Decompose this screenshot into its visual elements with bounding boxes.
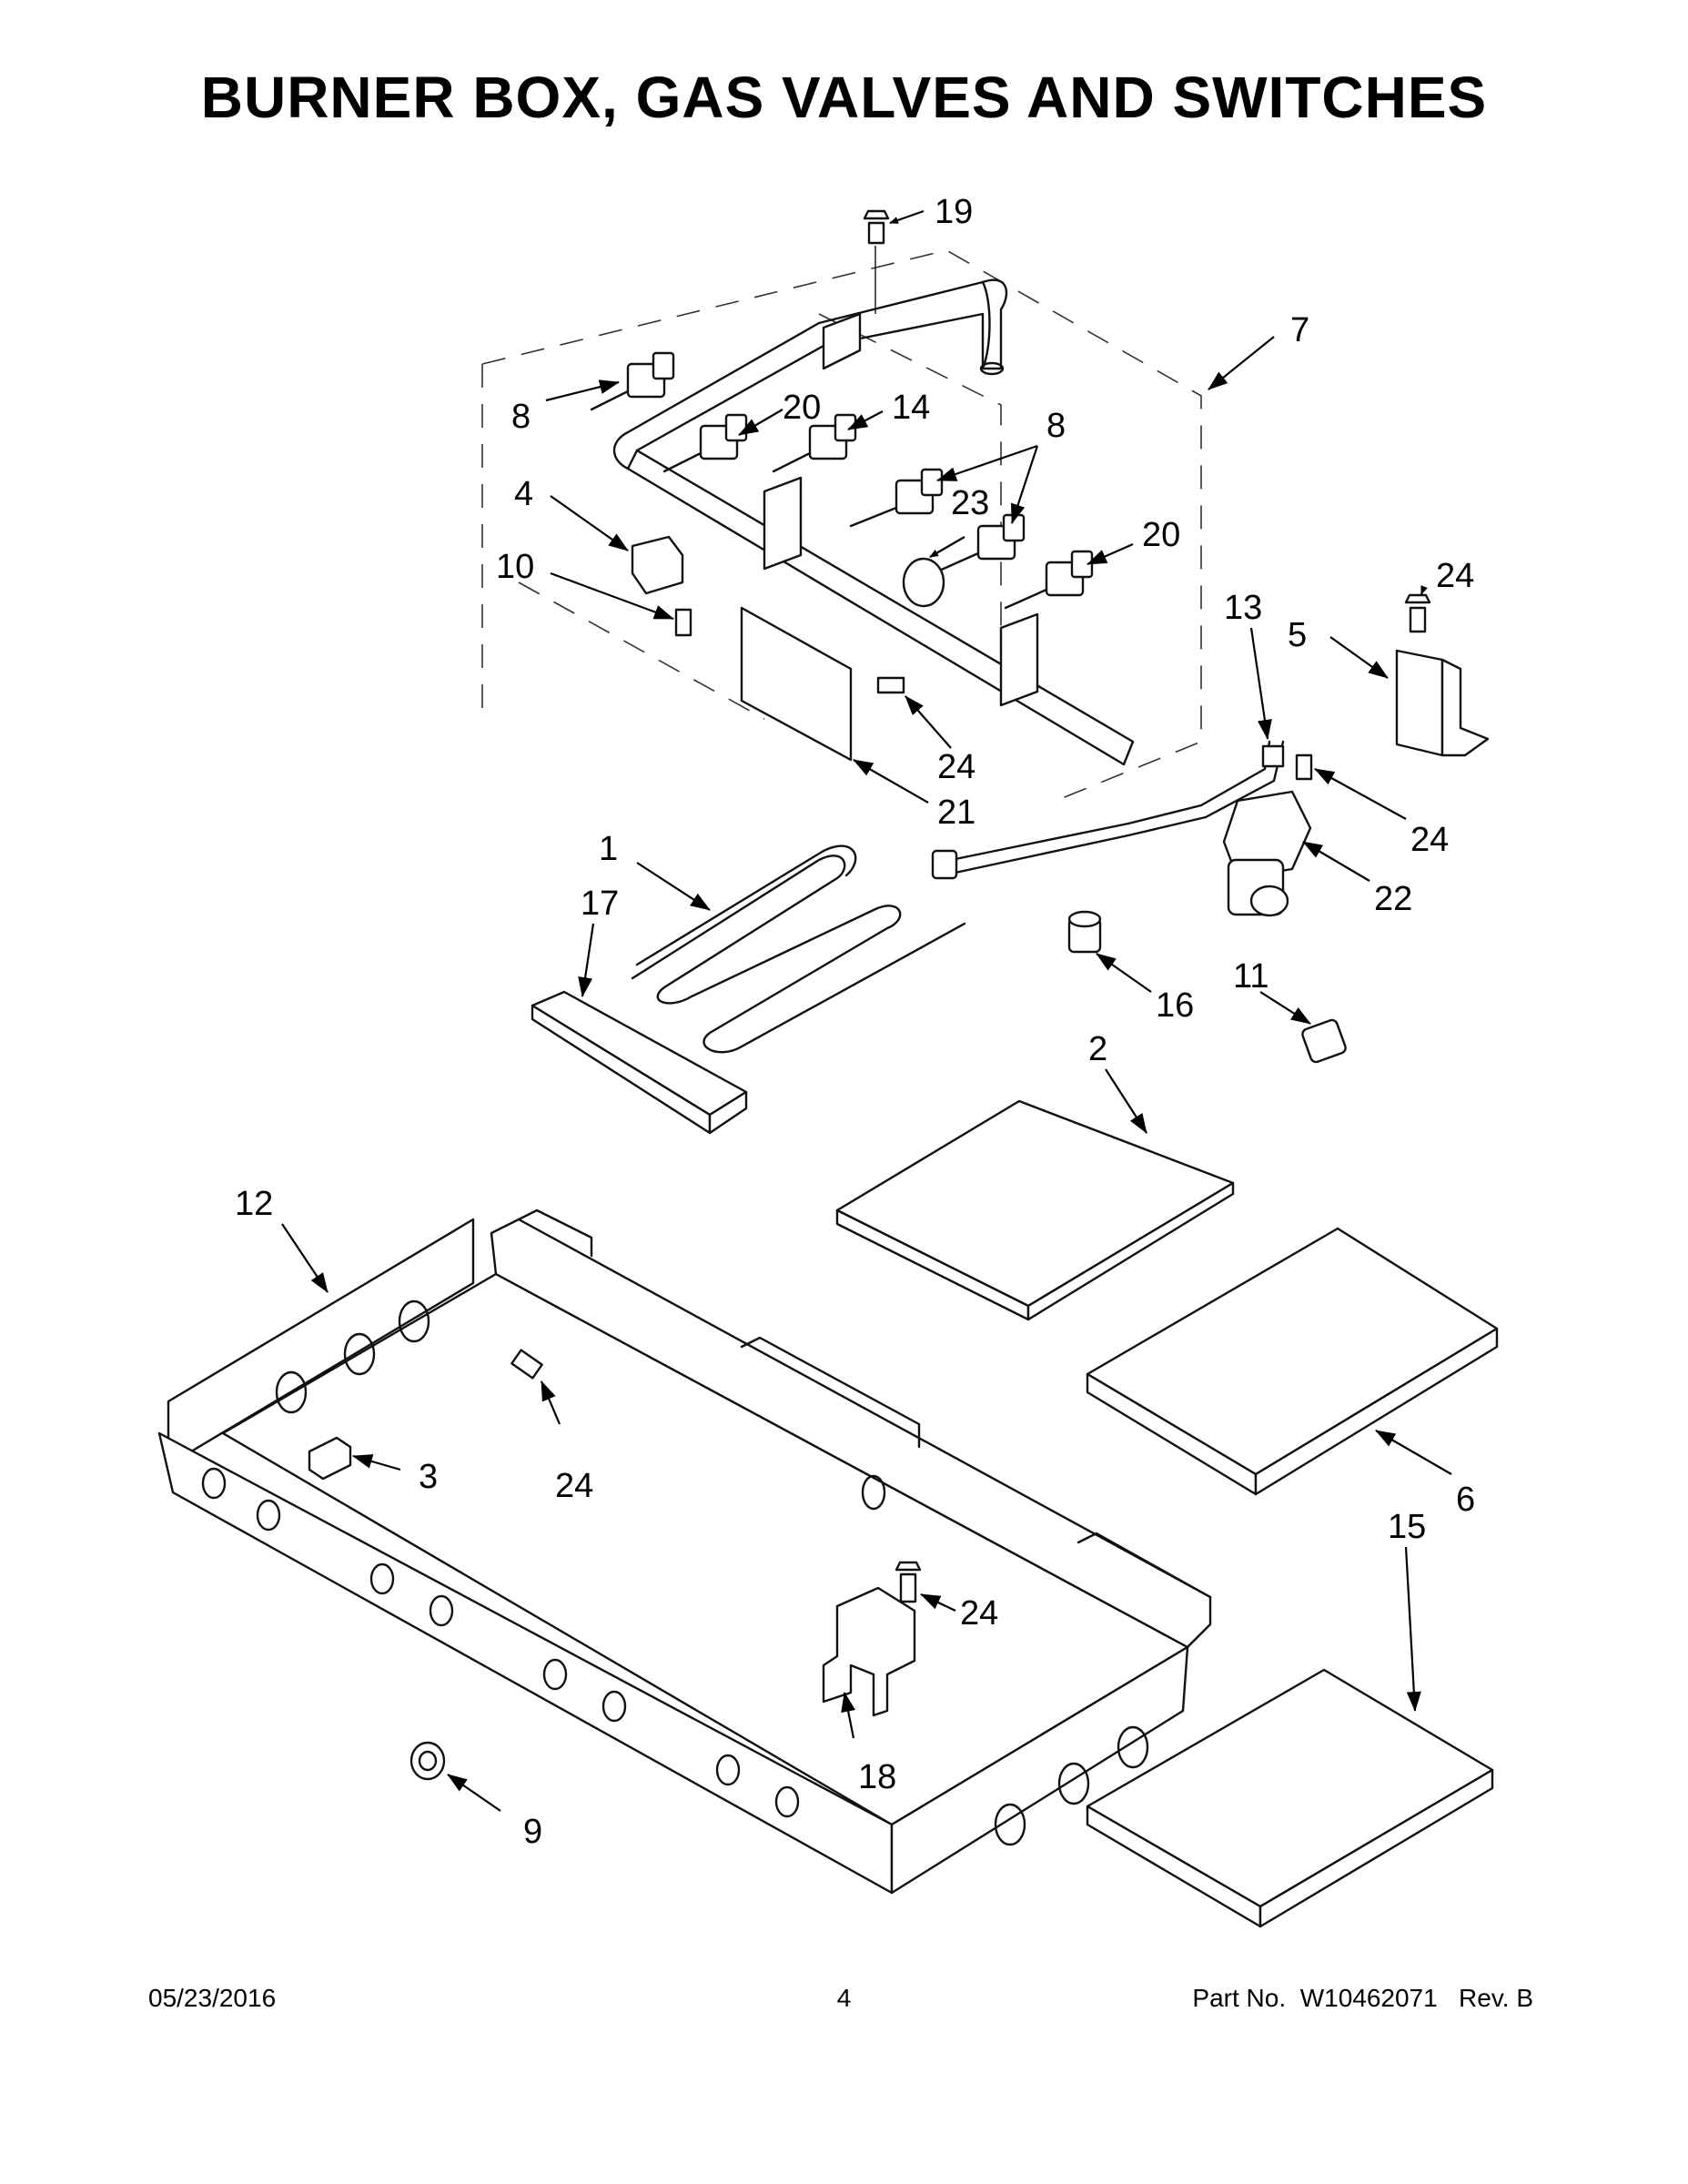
insulation-15: [1086, 1668, 1494, 1928]
callout-5: 5: [1288, 616, 1307, 654]
plate-21: [740, 606, 853, 762]
regulator-22: [1222, 790, 1312, 917]
screw-24-regulator: [1295, 753, 1313, 781]
panel-2: [835, 1099, 1235, 1321]
burner-box-12: [157, 1208, 1212, 1895]
gas-valve-5: [935, 513, 1026, 573]
callout-19: 19: [935, 193, 973, 231]
gas-valve-6: [1004, 550, 1094, 610]
callout-12: 12: [235, 1185, 273, 1223]
callout-17: 17: [581, 885, 619, 923]
callout-labels: 19 7 8 20 14 8 23 20 4 10 24 21 24 13 5 …: [235, 193, 1475, 1851]
trough-17: [531, 990, 748, 1135]
valve-bracket-right: [999, 612, 1039, 707]
screw-24-bracket: [1404, 593, 1431, 633]
callout-2: 2: [1088, 1030, 1107, 1068]
callout-9: 9: [523, 1813, 542, 1851]
callout-24-plate: 24: [937, 748, 975, 786]
revision: Rev. B: [1459, 1984, 1533, 2012]
manifold-pipe: [612, 278, 1135, 766]
valve-bracket-left: [763, 476, 803, 571]
bracket-4: [631, 535, 684, 595]
manifold-assembly-outline: [481, 249, 1202, 802]
footer-date: 05/23/2016: [148, 1984, 277, 2012]
screw-24-plate: [876, 676, 905, 694]
footer-part-number: Part No. W10462071 Rev. B: [1192, 1984, 1533, 2013]
screw-10: [674, 608, 692, 637]
screw-19: [863, 209, 890, 245]
callout-22: 22: [1374, 880, 1412, 918]
fitting-16: [1067, 910, 1102, 954]
screw-24-bracket-18: [895, 1561, 922, 1603]
callout-11: 11: [1233, 957, 1269, 996]
fitting-11: [1301, 1018, 1347, 1064]
grommet-9: [409, 1741, 446, 1781]
gas-valve-1: [590, 351, 675, 411]
leader-lines: [281, 209, 1452, 1812]
bracket-5: [1395, 649, 1490, 757]
callout-8-left: 8: [511, 398, 531, 436]
part-label: Part No.: [1192, 1984, 1287, 2012]
callout-24-regulator: 24: [1410, 821, 1449, 859]
callout-24-bracket5: 24: [1436, 557, 1474, 595]
callout-15: 15: [1388, 1508, 1426, 1546]
callout-20-top: 20: [783, 389, 821, 427]
fitting-13-top: [1261, 744, 1285, 768]
screw-24-box: [510, 1349, 543, 1380]
part-number: W10462071: [1299, 1984, 1438, 2012]
callout-8-right: 8: [1046, 407, 1066, 445]
callout-7: 7: [1290, 311, 1309, 349]
gas-valve-3: [772, 413, 857, 473]
callout-3: 3: [419, 1458, 438, 1496]
gas-valve-2: [662, 413, 748, 473]
callout-1: 1: [599, 830, 618, 868]
gas-valve-4: [849, 468, 944, 528]
callout-24-bracket18: 24: [960, 1594, 998, 1633]
callout-21: 21: [937, 794, 975, 832]
page-title: BURNER BOX, GAS VALVES AND SWITCHES: [200, 65, 1488, 130]
callout-10: 10: [496, 548, 534, 586]
callout-18: 18: [858, 1758, 896, 1796]
callout-4: 4: [514, 475, 533, 513]
callout-14: 14: [892, 389, 930, 427]
callout-24-box: 24: [555, 1467, 593, 1505]
callout-23: 23: [951, 484, 989, 522]
footer-page-number: 4: [836, 1984, 852, 2012]
bracket-18: [822, 1586, 916, 1717]
callout-13: 13: [1224, 589, 1262, 627]
callout-16: 16: [1156, 986, 1194, 1025]
pipe-bracket: [822, 246, 876, 370]
switch-3: [308, 1436, 352, 1481]
callout-20-right: 20: [1142, 516, 1180, 554]
callout-6: 6: [1456, 1481, 1475, 1519]
insulation-6: [1086, 1227, 1499, 1496]
element-1: [631, 844, 966, 1054]
disc-23: [902, 557, 945, 608]
